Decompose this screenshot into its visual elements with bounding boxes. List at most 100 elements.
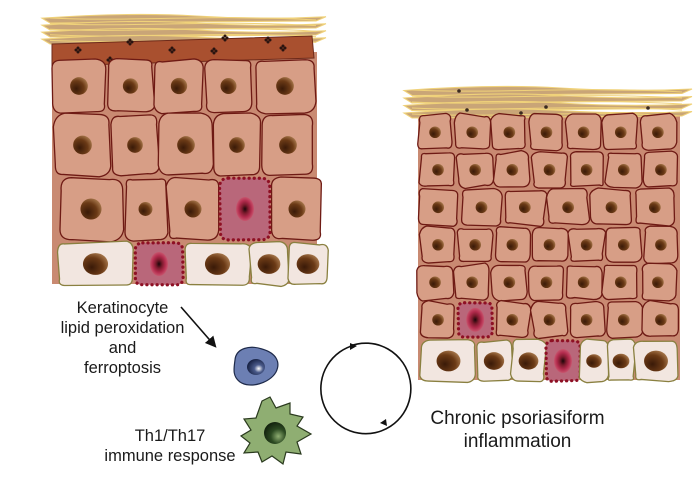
spinous-keratinocyte [108, 59, 155, 112]
spinous-keratinocyte [565, 114, 601, 149]
cell-nucleus [544, 239, 556, 251]
cell-nucleus [123, 78, 138, 93]
chronic-inflammation-label: Chronic psoriasiform inflammation [415, 407, 620, 453]
cell-nucleus [544, 164, 556, 176]
normal-epidermis [42, 14, 328, 286]
spinous-keratinocyte [568, 229, 606, 262]
spinous-keratinocyte [166, 177, 219, 240]
ferroptotic-nucleus [466, 308, 484, 332]
cell-nucleus [519, 352, 539, 369]
feedback-cycle-icon [321, 343, 411, 434]
cell-nucleus [432, 239, 444, 251]
basal-keratinocyte [288, 242, 328, 284]
cell-nucleus [185, 201, 202, 218]
cell-nucleus [655, 239, 667, 251]
label-line: Th1/Th17 [70, 426, 270, 446]
cell-nucleus [139, 202, 153, 216]
cell-nucleus [649, 201, 661, 213]
cell-nucleus [205, 253, 230, 275]
spinous-keratinocyte [256, 60, 316, 114]
label-line: and [30, 338, 215, 358]
spinous-keratinocyte [528, 266, 563, 301]
parakeratotic-nucleus [465, 108, 469, 112]
basal-keratinocyte [185, 243, 252, 285]
label-line: ferroptosis [30, 358, 215, 378]
spinous-keratinocyte [493, 151, 529, 187]
cell-nucleus [279, 136, 297, 154]
spinous-keratinocyte [605, 153, 642, 188]
cell-nucleus [432, 314, 444, 326]
spinous-keratinocyte [570, 152, 603, 187]
label-line: immune response [70, 446, 270, 466]
parakeratotic-nucleus [457, 89, 461, 93]
cell-nucleus [258, 254, 281, 274]
cell-nucleus [618, 314, 630, 326]
cell-nucleus [586, 354, 602, 368]
keratinocyte-ferroptosis-label: Keratinocyte lipid peroxidation and ferr… [30, 298, 215, 379]
cell-nucleus [606, 201, 618, 213]
spinous-keratinocyte [491, 265, 527, 301]
cell-nucleus [581, 164, 593, 176]
cell-nucleus [618, 164, 630, 176]
cell-nucleus [484, 352, 504, 370]
spinous-keratinocyte [606, 227, 642, 262]
basal-keratinocyte [420, 340, 476, 383]
spinous-keratinocyte [643, 151, 677, 187]
cell-nucleus [229, 137, 245, 153]
spinous-keratinocyte [125, 179, 168, 241]
spinous-keratinocyte [205, 60, 252, 113]
cell-nucleus [613, 354, 630, 369]
spinous-keratinocyte [272, 177, 322, 240]
spinous-keratinocyte [505, 191, 547, 227]
basal-keratinocyte [511, 339, 547, 381]
cell-nucleus [504, 276, 516, 288]
immune-response-label: Th1/Th17 immune response [70, 426, 270, 466]
cell-nucleus [127, 137, 143, 153]
cell-nucleus [289, 201, 306, 218]
spinous-keratinocyte [158, 113, 213, 175]
cell-nucleus [504, 126, 516, 138]
label-line: lipid peroxidation [30, 318, 215, 338]
cell-nucleus [655, 164, 667, 176]
basal-keratinocyte [249, 242, 289, 287]
cell-nucleus [562, 201, 574, 213]
basal-keratinocyte [477, 340, 513, 381]
basal-keratinocyte [579, 339, 608, 383]
cycle-arrowhead-bottom [380, 419, 387, 426]
spinous-keratinocyte [456, 153, 493, 188]
spinous-keratinocyte [454, 113, 490, 149]
parakeratotic-nucleus [519, 111, 523, 115]
spinous-keratinocyte [262, 114, 313, 175]
ferroptotic-keratinocyte [135, 243, 183, 285]
label-line: inflammation [415, 430, 620, 453]
psoriatic-epidermis [404, 86, 692, 382]
basal-keratinocyte [58, 241, 134, 285]
cell-nucleus [541, 276, 553, 288]
spinous-keratinocyte [531, 152, 567, 188]
basal-keratinocyte [607, 339, 636, 380]
spinous-keratinocyte [462, 188, 503, 225]
cell-nucleus [652, 276, 664, 288]
spinous-keratinocyte [419, 226, 454, 263]
spinous-keratinocyte [420, 301, 454, 338]
spinous-keratinocyte [418, 189, 457, 227]
cell-nucleus [221, 78, 237, 94]
cell-nucleus [507, 239, 519, 251]
ferroptotic-keratinocyte [220, 178, 271, 240]
spinous-keratinocyte [417, 266, 454, 301]
cell-nucleus [615, 276, 627, 288]
cell-nucleus [615, 126, 627, 138]
basal-keratinocyte [633, 341, 678, 381]
lymphocyte-cell [234, 347, 278, 385]
spinous-keratinocyte [491, 114, 526, 150]
spinous-keratinocyte [496, 227, 531, 262]
cell-nucleus [80, 198, 101, 219]
spinous-keratinocyte [213, 113, 260, 176]
spinous-keratinocyte [590, 188, 632, 225]
spinous-keratinocyte [547, 189, 590, 225]
spinous-keratinocyte [496, 301, 531, 338]
spinous-keratinocyte [53, 113, 110, 177]
parakeratotic-nucleus [544, 105, 548, 109]
cell-nucleus [437, 351, 461, 372]
cell-nucleus [578, 276, 590, 288]
